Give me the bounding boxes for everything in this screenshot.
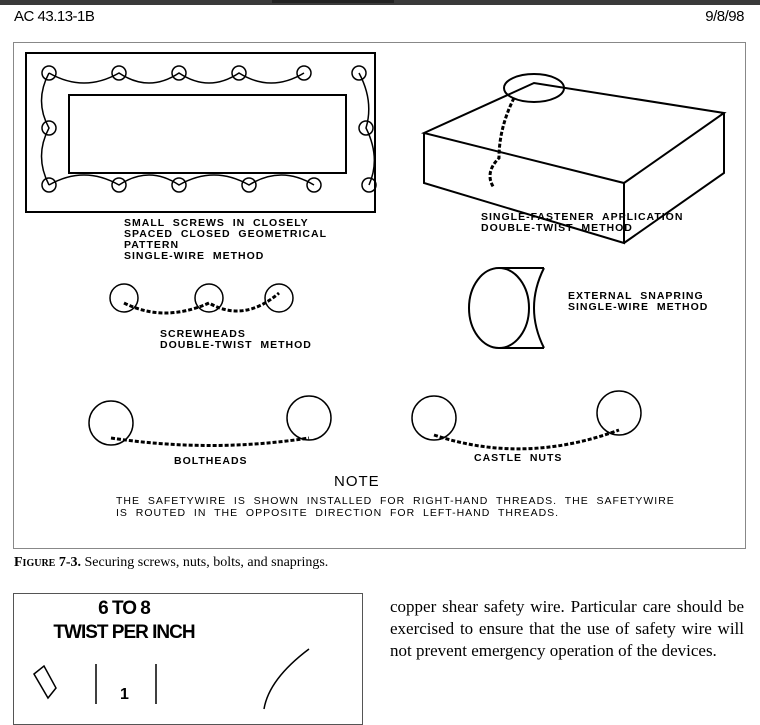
caption-label: Figure 7-3. [14, 555, 81, 570]
label-screwheads: SCREWHEADS DOUBLE-TWIST METHOD [160, 328, 312, 351]
twist-marker: 1 [120, 686, 129, 703]
twisted-wire [488, 97, 516, 189]
snapring-housing [468, 267, 530, 349]
twist-label: TWIST PER INCH [53, 622, 195, 643]
hex-nut [503, 73, 565, 103]
plate-cutout [68, 94, 347, 174]
screwheads-wire [109, 283, 294, 315]
body-paragraph: copper shear safety wire. Particular car… [390, 597, 744, 660]
label-snapring: EXTERNAL SNAPRING SINGLE-WIRE METHOD [568, 290, 709, 313]
safety-wire-illustrations [25, 52, 727, 451]
twist-count: 6 TO 8 [98, 598, 151, 619]
note-title: NOTE [334, 473, 380, 490]
label-boltheads: BOLTHEADS [174, 455, 248, 467]
safety-wire-loop [40, 72, 375, 186]
viewer-tab[interactable] [272, 0, 394, 3]
fastener-block [420, 81, 727, 245]
label-small-screws: SMALL SCREWS IN CLOSELY SPACED CLOSED GE… [124, 217, 327, 262]
screw-plate [25, 52, 376, 213]
label-single-fastener: SINGLE-FASTENER APPLICATION DOUBLE-TWIST… [481, 211, 684, 234]
figure-7-3: SMALL SCREWS IN CLOSELY SPACED CLOSED GE… [13, 42, 746, 549]
doc-id: AC 43.13-1B [14, 8, 95, 25]
viewer-toolbar [0, 0, 760, 5]
figure-caption: Figure 7-3. Securing screws, nuts, bolts… [14, 555, 328, 571]
note-text: THE SAFETYWIRE IS SHOWN INSTALLED FOR RI… [116, 495, 675, 519]
bolthead-wire [88, 395, 332, 447]
twist-illustration [33, 648, 310, 710]
screw-heads [41, 65, 377, 193]
caption-text: Securing screws, nuts, bolts, and snapri… [81, 555, 329, 570]
doc-date: 9/8/98 [705, 8, 744, 25]
figure-twist-per-inch: 6 TO 8 TWIST PER INCH 1 [13, 593, 363, 725]
castle-nut-wire [411, 390, 642, 451]
label-castle-nuts: CASTLE NUTS [474, 452, 563, 464]
